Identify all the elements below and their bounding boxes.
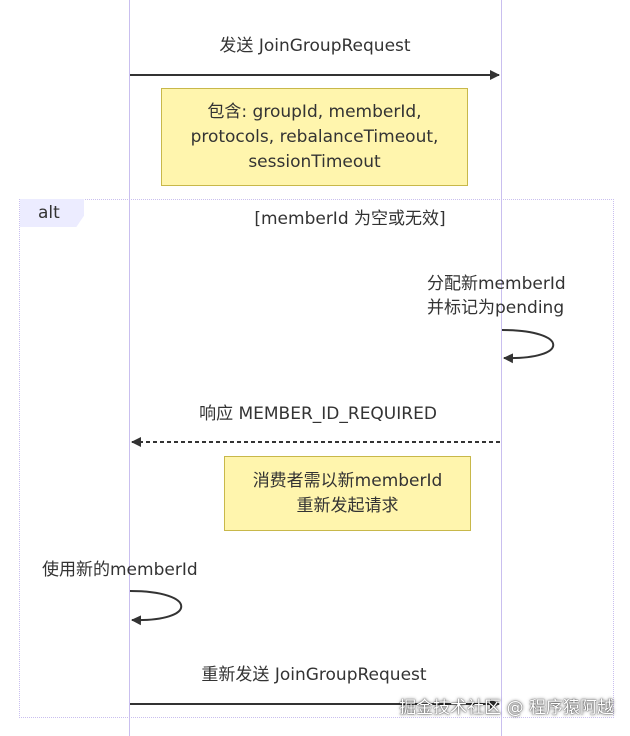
self-arrow-assign bbox=[501, 329, 555, 364]
note-line: protocols, rebalanceTimeout, bbox=[190, 126, 439, 147]
lifeline-coordinator bbox=[501, 0, 502, 736]
alt-tag: alt bbox=[20, 199, 84, 227]
lifeline-consumer bbox=[129, 0, 130, 736]
self-message-line: 使用新的memberId bbox=[42, 560, 198, 580]
self-message-assign-member: 分配新memberId 并标记为pending bbox=[427, 272, 566, 320]
watermark: 掘金技术社区 @ 程序猿阿越 bbox=[399, 698, 614, 718]
message-label-response-required: 响应 MEMBER_ID_REQUIRED bbox=[199, 404, 437, 424]
note-consumer-needs: 消费者需以新memberId 重新发起请求 bbox=[224, 456, 471, 531]
self-message-line: 并标记为pending bbox=[427, 298, 565, 318]
note-line: 包含: groupId, memberId, bbox=[207, 101, 422, 122]
message-label-resend-join: 重新发送 JoinGroupRequest bbox=[201, 665, 427, 685]
note-line: 消费者需以新memberId bbox=[252, 470, 443, 491]
note-line: 重新发起请求 bbox=[296, 495, 399, 516]
self-arrow-use-new bbox=[129, 590, 183, 626]
message-label-send-join: 发送 JoinGroupRequest bbox=[219, 36, 411, 56]
self-message-line: 分配新memberId bbox=[427, 274, 566, 294]
alt-condition: [memberId 为空或无效] bbox=[254, 209, 446, 229]
note-contains: 包含: groupId, memberId, protocols, rebala… bbox=[161, 88, 468, 186]
note-line: sessionTimeout bbox=[248, 151, 381, 172]
alt-frame bbox=[19, 199, 614, 718]
self-message-use-new-member: 使用新的memberId bbox=[42, 558, 198, 582]
